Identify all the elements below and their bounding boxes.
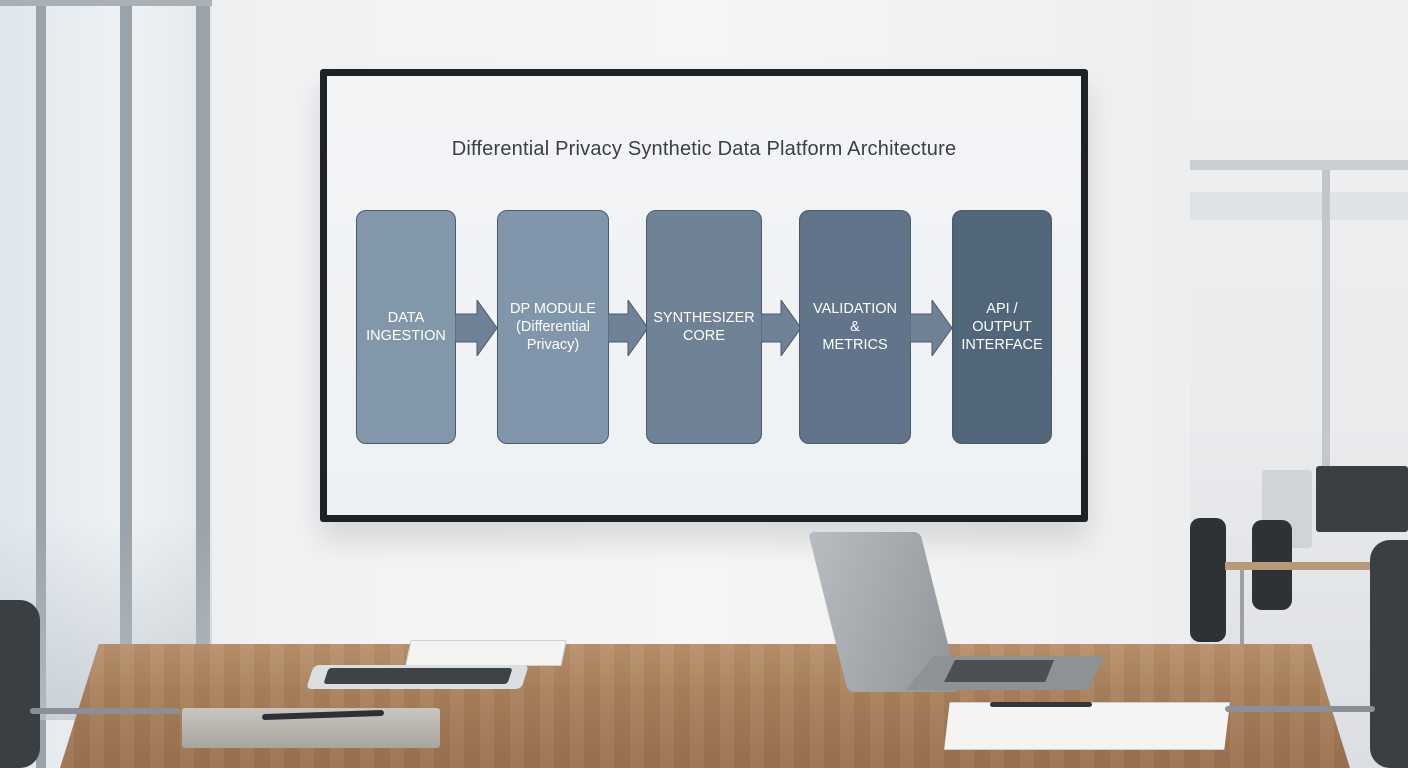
window-transom	[0, 0, 212, 6]
tablet-screen	[323, 668, 513, 684]
tv-screen: Differential Privacy Synthetic Data Plat…	[327, 76, 1081, 515]
wall-tv: Differential Privacy Synthetic Data Plat…	[320, 69, 1088, 522]
diagram-title: Differential Privacy Synthetic Data Plat…	[451, 138, 957, 160]
stage-label: SYNTHESIZER CORE	[653, 310, 755, 344]
office-beam	[1190, 160, 1408, 170]
stage-label: DP MODULE (Differential Privacy)	[510, 301, 596, 353]
flow-arrow-icon	[608, 300, 648, 356]
office-beam	[1190, 192, 1408, 220]
stage-dp-module: DP MODULE (Differential Privacy)	[497, 210, 609, 444]
office-post	[1322, 170, 1330, 530]
desk-leg	[1240, 570, 1244, 650]
office-chair	[1190, 518, 1226, 642]
pen-icon	[990, 702, 1092, 707]
far-desk	[1225, 562, 1395, 570]
foreground-chair	[1370, 540, 1408, 768]
chair-arm	[1225, 706, 1375, 712]
window-mullion	[36, 0, 46, 768]
stage-label: VALIDATION & METRICS	[812, 301, 898, 353]
stage-label: DATA INGESTION	[366, 310, 446, 344]
stage-api-output: API / OUTPUT INTERFACE	[952, 210, 1052, 444]
stage-synthesizer-core: SYNTHESIZER CORE	[646, 210, 762, 444]
notepad	[405, 640, 567, 666]
stage-validation-metrics: VALIDATION & METRICS	[799, 210, 911, 444]
chair-arm	[30, 708, 180, 714]
flow-arrow-icon	[455, 300, 497, 356]
foreground-chair	[0, 600, 40, 768]
stage-data-ingestion: DATA INGESTION	[356, 210, 456, 444]
stage-label: API / OUTPUT INTERFACE	[961, 301, 1043, 353]
laptop-keyboard	[944, 660, 1054, 682]
monitor	[1316, 466, 1408, 532]
flow-arrow-icon	[761, 300, 801, 356]
open-notebook	[944, 702, 1230, 750]
flow-arrow-icon	[910, 300, 952, 356]
